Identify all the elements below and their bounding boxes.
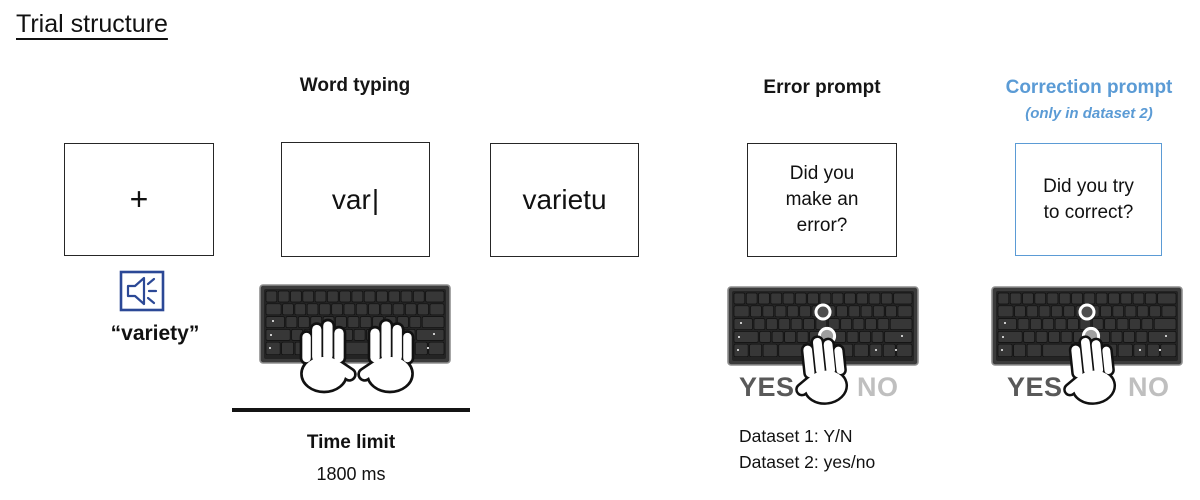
yes-label: YES (739, 372, 795, 402)
error-question-line: error? (796, 215, 848, 236)
speaker-icon (119, 270, 165, 312)
header-word-typing: Word typing (299, 75, 411, 96)
typed-word-screen: varietu (490, 143, 639, 257)
fixation-screen: + (64, 143, 214, 256)
typed-fragment: var| (331, 183, 380, 215)
time-limit-value: 1800 ms (316, 464, 386, 484)
dataset2-response-note: Dataset 2: yes/no (739, 452, 876, 472)
error-question-line: make an (785, 189, 859, 210)
fixation-cross: + (129, 181, 149, 217)
no-label: NO (857, 372, 899, 402)
hand-cursor (1063, 335, 1117, 405)
left-hand-cursor (299, 318, 357, 394)
correction-note: (only in dataset 2) (1025, 105, 1153, 122)
dataset1-response-note: Dataset 1: Y/N (739, 426, 853, 446)
correction-question-line: Did you try (1043, 175, 1134, 197)
typed-word: varietu (522, 184, 607, 215)
no-label: NO (1128, 372, 1170, 402)
yes-label: YES (1007, 372, 1063, 402)
time-limit-label: Time limit (306, 432, 396, 453)
text-cursor: | (371, 183, 380, 215)
hand-cursor (795, 335, 849, 405)
figure-title: Trial structure (16, 10, 168, 38)
right-hand-cursor (357, 318, 415, 394)
header-correction-prompt: Correction prompt (1005, 77, 1173, 98)
time-limit-bar (232, 408, 470, 412)
keyboard-image (727, 286, 919, 366)
error-question-screen: Did you make an error? (747, 143, 897, 257)
header-error-prompt: Error prompt (763, 77, 881, 98)
typing-screen: var| (281, 142, 430, 257)
correction-question-line: to correct? (1043, 201, 1134, 223)
spoken-word-label: “variety” (110, 322, 200, 345)
correction-question-screen: Did you try to correct? (1015, 143, 1162, 256)
error-question-line: Did you (789, 163, 855, 184)
